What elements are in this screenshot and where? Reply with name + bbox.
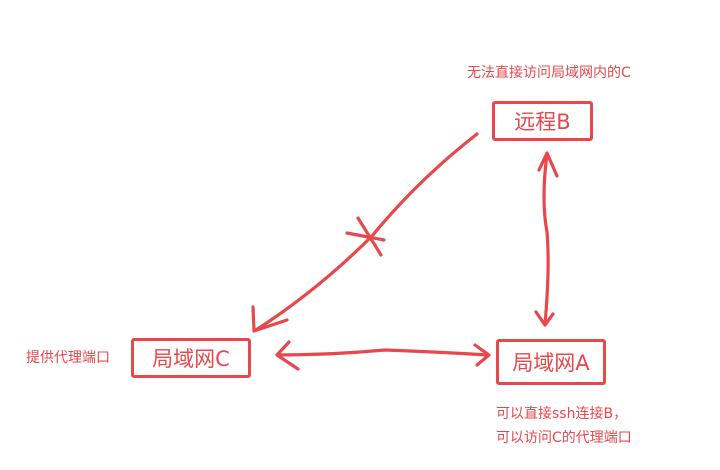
- arrow-b-to-c-head: [251, 305, 289, 333]
- arrow-b-to-a-head-bottom: [534, 310, 555, 327]
- arrow-b-to-c-line: [254, 132, 479, 332]
- node-lan-a: 局域网A: [496, 339, 606, 385]
- lan-a-note-line1: 可以直接ssh连接B，: [496, 406, 628, 422]
- arrow-c-to-a-line: [276, 348, 490, 357]
- lan-a-note-line2: 可以访问C的代理端口: [496, 430, 632, 446]
- arrow-b-to-a-head-top: [537, 151, 559, 178]
- arrow-c-to-a-head-right: [473, 343, 491, 367]
- arrow-b-to-a-line: [542, 152, 550, 326]
- blocked-cross-mark: [345, 216, 386, 257]
- arrow-c-to-a-head-left: [275, 340, 300, 371]
- node-lan-a-label: 局域网A: [512, 351, 590, 375]
- node-remote-b-label: 远程B: [514, 110, 571, 134]
- node-lan-c-label: 局域网C: [152, 347, 230, 371]
- node-remote-b: 远程B: [492, 101, 593, 141]
- node-lan-c: 局域网C: [131, 338, 251, 378]
- lan-c-note: 提供代理端口: [26, 350, 110, 366]
- remote-b-note: 无法直接访问局域网内的C: [467, 65, 631, 81]
